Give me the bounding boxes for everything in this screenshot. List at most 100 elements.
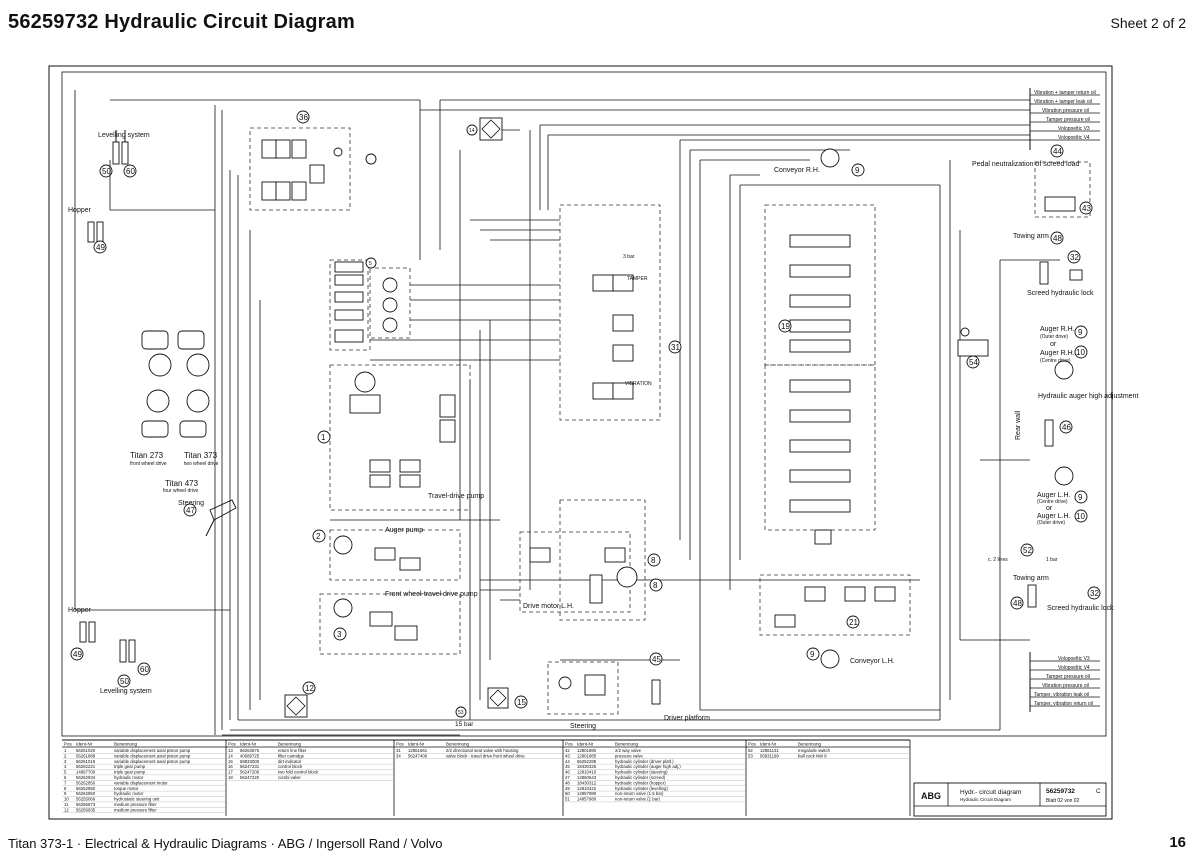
parts-header-0-1: Ident-Nr: [76, 742, 93, 747]
label-vib-pressure-bot: Vibration pressure oil: [1042, 683, 1089, 689]
parts-cell: 44: [565, 759, 570, 764]
parts-cell: 2/2 directional seat valve with housing: [446, 748, 519, 753]
label-auger-lh-drive: (Centre drive): [1037, 499, 1068, 505]
callout-9-top: [851, 163, 865, 177]
title-rev: C: [1096, 788, 1101, 795]
callout-10-lower: [1074, 509, 1088, 523]
svg-text:15: 15: [517, 698, 526, 707]
parts-cell: 12861131: [760, 748, 779, 753]
parts-cell: hydraulic cylinder (driver platf.): [615, 759, 674, 764]
title-drawing-sub: Hydraulic Circuit Diagram: [960, 797, 1011, 802]
parts-cell: 5: [64, 770, 67, 775]
label-auger-lh2-drive: (Outer drive): [1037, 520, 1065, 526]
label-tamper-pressure-bot: Tamper pressure oil: [1046, 674, 1090, 680]
parts-cell: 56262850: [76, 780, 96, 785]
svg-text:9: 9: [810, 650, 815, 659]
svg-text:10: 10: [1076, 512, 1085, 521]
trunk-lines: [74, 90, 1060, 736]
callout-31: [668, 340, 682, 354]
right-components: Pedal neutralization of screed load 44 4…: [957, 144, 1138, 612]
callout-60-bottom: [137, 662, 151, 676]
label-auger-rh2-drive: (Centre drive): [1040, 358, 1071, 364]
svg-text:31: 31: [671, 343, 680, 352]
conveyor-lh-motor: [820, 649, 840, 669]
label-volopoeltic-v4-b: Volopoeltic V4: [1058, 665, 1090, 671]
parts-cell: 56261888: [76, 753, 96, 758]
svg-text:45: 45: [652, 655, 661, 664]
parts-cell: 3: [64, 759, 67, 764]
filter-12: 12 53 15 bar: [284, 681, 474, 728]
title-drawing: Hydr.- circuit diagram: [960, 789, 1021, 796]
parts-cell: return line filter: [278, 748, 307, 753]
label-bar-15: 15 bar: [455, 721, 474, 728]
parts-cell: 47: [565, 775, 570, 780]
svg-text:12: 12: [305, 684, 314, 693]
callout-9-right: [1074, 325, 1088, 339]
svg-text:14: 14: [469, 128, 475, 134]
svg-text:32: 32: [1090, 589, 1099, 598]
wheel-motor-3: [146, 389, 170, 413]
parts-cell: 4: [64, 764, 67, 769]
parts-cell: 31: [396, 748, 401, 753]
parts-cell: 49: [565, 786, 570, 791]
callout-48-top: [1050, 231, 1064, 245]
parts-cell: 18430312: [577, 780, 597, 785]
svg-text:50: 50: [120, 677, 129, 686]
svg-text:36: 36: [299, 113, 308, 122]
svg-text:49: 49: [73, 650, 82, 659]
label-drive-motor: Drive motor L.H.: [523, 603, 574, 610]
svg-text:52: 52: [1023, 546, 1032, 555]
parts-cell: 14957980: [577, 797, 597, 802]
label-towing-arm-bottom: Towing arm: [1013, 575, 1049, 582]
hopper-cylinder-bottom-a: [79, 621, 87, 643]
parts-cell: 14957980: [577, 791, 597, 796]
callout-15: [514, 695, 528, 709]
valve-block-36: 36 14: [249, 110, 503, 211]
callout-9-bottom: [806, 647, 820, 661]
label-c2lines: c. 2 lines: [988, 557, 1008, 563]
parts-header-3-0: Pos: [565, 742, 574, 747]
label-titan373: Titan 373: [184, 451, 218, 460]
parts-cell: hydraulic cylinder (steering): [615, 770, 668, 775]
callout-3: [333, 627, 347, 641]
parts-cell: hydrostatic steering unit: [114, 797, 160, 802]
label-titan273-sub: front wheel drive: [130, 461, 167, 467]
parts-cell: 56247409: [408, 753, 428, 758]
callout-14: [466, 124, 478, 136]
parts-header-4-1: Ident-Nr: [760, 742, 777, 747]
parts-cell: 56256673: [76, 802, 96, 807]
parts-cell: hydraulic cylinder (levelling): [615, 786, 668, 791]
callout-54: [966, 355, 980, 369]
label-front-wheel-pump: Front wheel-travel drive pump: [385, 591, 478, 598]
callout-53: [455, 706, 467, 718]
levelling-cylinder-bottom-b: [128, 639, 136, 663]
label-tamper-vib-return: Tamper, vibration return oil: [1034, 701, 1093, 707]
callout-48-bottom: [1010, 596, 1024, 610]
parts-header-4-2: Benennung: [798, 742, 822, 747]
parts-cell: 56256935: [76, 807, 96, 812]
parts-cell: 53: [748, 753, 753, 758]
label-auger-rh2: Auger R.H.: [1040, 350, 1075, 357]
parts-cell: 56247209: [240, 770, 260, 775]
parts-cell: filter cartridge: [278, 753, 305, 758]
parts-header-3-1: Ident-Nr: [577, 742, 594, 747]
parts-cell: non-return valve (1 bar): [615, 797, 660, 802]
label-volopoeltic-v3-b: Volopoeltic V3: [1058, 656, 1090, 662]
svg-text:44: 44: [1053, 147, 1062, 156]
label-hydraulic-auger: Hydraulic auger high adjustment: [1038, 393, 1138, 400]
parts-cell: 10: [64, 797, 69, 802]
parts-header-1-1: Ident-Nr: [240, 742, 257, 747]
parts-cell: 12810422: [577, 786, 597, 791]
callout-32-top: [1067, 250, 1081, 264]
label-volopoeltic-v3: Volopoeltic V3: [1058, 126, 1090, 132]
titan-motor-block-1: [141, 330, 169, 350]
steering-cylinder-left: [209, 499, 237, 521]
label-titan473: Titan 473: [165, 479, 199, 488]
left-cylinders: Levelling system 50 60 Hopper 49 Titan 2…: [68, 130, 237, 695]
parts-cell: 56261018: [76, 759, 96, 764]
parts-cell: 12: [64, 807, 69, 812]
svg-text:8: 8: [651, 556, 656, 565]
parts-cell: hydraulic cylinder (auger high adj.): [615, 764, 681, 769]
parts-cell: non-return valve (1.5 bar): [615, 791, 664, 796]
parts-cell: 58833000: [240, 759, 260, 764]
